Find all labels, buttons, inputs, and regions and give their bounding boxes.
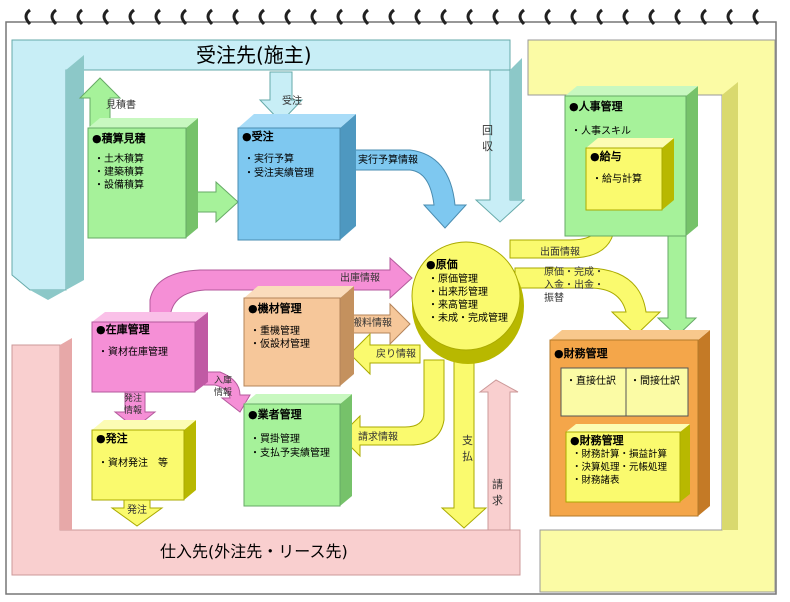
finance-cell-1: ・間接仕訳 (630, 374, 680, 387)
inventory-title: ●在庫管理 (96, 322, 150, 336)
vendor-title: ●業者管理 (248, 407, 302, 421)
box-cost[interactable]: ●原価 ・原価管理 ・出来形管理 ・来高管理 ・未成・完成管理 (411, 241, 524, 364)
box-salary[interactable]: ●給与 ・給与計算 (585, 138, 674, 211)
equipment-item-1: ・仮設材管理 (250, 337, 310, 350)
estimate-item-2: ・設備積算 (94, 178, 144, 191)
arrow-order-placement: 発注 (110, 499, 164, 527)
receiving-info-label-2: 情報 (214, 386, 232, 398)
inventory-item-0: ・資材在庫管理 (98, 345, 168, 358)
cost-item-2: ・来高管理 (428, 298, 478, 311)
vendor-item-0: ・買掛管理 (250, 432, 300, 445)
arrow-exec-budget: 実行予算情報 (344, 149, 468, 229)
finance-sub-item-2: ・財務諸表 (572, 474, 620, 486)
order-placement-label: 発注 (127, 503, 147, 516)
exec-budget-label: 実行予算情報 (358, 153, 418, 166)
client-band: 受注先(施主) 回 収 (11, 39, 526, 300)
arrow-hr-to-finance (656, 229, 698, 337)
arrow-estimate-doc: 見積書 (78, 77, 136, 129)
order-info-label-2: 情報 (124, 404, 142, 416)
finance-cell-indirect (625, 367, 689, 417)
arrow-material: 搬料情報 (339, 302, 411, 346)
estimate-title: ●積算見積 (92, 131, 147, 145)
order-info-label-1: 発注 (124, 392, 142, 404)
estimate-item-1: ・建築積算 (94, 165, 144, 178)
order-received-item-1: ・受注実績管理 (244, 166, 314, 179)
box-hr[interactable]: ●人事管理 ・人事スキル (564, 86, 698, 237)
cost-title: ●原価 (426, 257, 458, 271)
material-info-label: 搬料情報 (352, 316, 392, 329)
finance-sub-item-1: ・決算処理・元帳処理 (572, 461, 668, 473)
supplier-band-title: 仕入先(外注先・リース先) (160, 542, 348, 561)
right-band (527, 39, 776, 593)
arrow-order: 受注 (258, 71, 304, 123)
salary-title: ●給与 (590, 149, 622, 163)
box-ordering[interactable]: ●発注 ・資材発注 等 (91, 420, 196, 501)
hr-item-0: ・人事スキル (571, 124, 631, 137)
order-arrow-label: 受注 (282, 94, 302, 107)
salary-item-0: ・給与計算 (592, 172, 642, 185)
cost-item-1: ・出来形管理 (428, 285, 488, 298)
equipment-title: ●機材管理 (248, 301, 302, 315)
box-estimate[interactable]: ●積算見積 ・土木積算 ・建築積算 ・設備積算 (87, 118, 198, 239)
client-band-title: 受注先(施主) (196, 43, 312, 67)
finance-sub-item-0: ・財務計算・損益計算 (572, 448, 667, 460)
supplier-band: 仕入先(外注先・リース先) 請 求 (11, 338, 521, 576)
return-info-label: 戻り情報 (376, 347, 416, 360)
cost-flow-label-1: 原価・完成・ (544, 265, 604, 278)
cost-flow-label-2: 入金・出金・ (544, 278, 604, 291)
collection-label-1: 回 (482, 124, 493, 137)
shipping-info2-label: 出面情報 (540, 245, 580, 258)
ordering-title: ●発注 (96, 431, 128, 445)
order-received-title: ●受注 (242, 129, 274, 143)
shipping-info-label: 出庫情報 (340, 271, 380, 284)
billing-label-1: 請 (492, 477, 503, 491)
ordering-item-0: ・資材発注 等 (98, 456, 168, 469)
finance-sub-title: ●財務管理 (570, 433, 624, 447)
equipment-item-0: ・重機管理 (250, 324, 300, 337)
arrow-return: 戻り情報 (349, 332, 421, 376)
order-received-item-0: ・実行予算 (244, 152, 294, 165)
estimate-doc-label: 見積書 (106, 98, 136, 111)
arrow-order-info: 発注 情報 (113, 389, 157, 429)
hr-title: ●人事管理 (569, 99, 623, 113)
payment-label-2: 払 (462, 449, 473, 463)
box-equipment[interactable]: ●機材管理 ・重機管理 ・仮設材管理 (243, 286, 354, 387)
box-inventory[interactable]: ●在庫管理 ・資材在庫管理 (91, 312, 208, 393)
arrow-cost-flow: 原価・完成・ 入金・出金・ 振替 (514, 265, 662, 336)
billing-info-label: 請求情報 (358, 430, 398, 443)
cost-flow-label-3: 振替 (544, 291, 564, 304)
cost-item-0: ・原価管理 (428, 272, 478, 285)
arrow-payment: 支 払 (440, 359, 488, 529)
payment-label-1: 支 (462, 434, 473, 447)
box-finance[interactable]: ●財務管理 ・直接仕訳 ・間接仕訳 ●財務管理 ・財務計算・損益計算 ・決算処理… (549, 330, 710, 517)
finance-title: ●財務管理 (554, 346, 608, 360)
billing-label-2: 求 (492, 494, 503, 507)
cost-item-3: ・未成・完成管理 (428, 311, 508, 324)
ring-binding-icon (24, 8, 760, 26)
vendor-item-1: ・支払予実績管理 (250, 446, 330, 459)
arrow-receiving: 入庫 情報 (194, 371, 251, 413)
estimate-item-0: ・土木積算 (94, 152, 144, 165)
box-vendor[interactable]: ●業者管理 ・買掛管理 ・支払予実績管理 (243, 394, 352, 507)
receiving-info-label-1: 入庫 (214, 374, 232, 386)
collection-label-2: 収 (482, 140, 493, 153)
finance-cell-0: ・直接仕訳 (566, 374, 616, 387)
box-order-received[interactable]: ●受注 ・実行予算 ・受注実績管理 (237, 114, 356, 241)
finance-sub-box (565, 431, 681, 503)
